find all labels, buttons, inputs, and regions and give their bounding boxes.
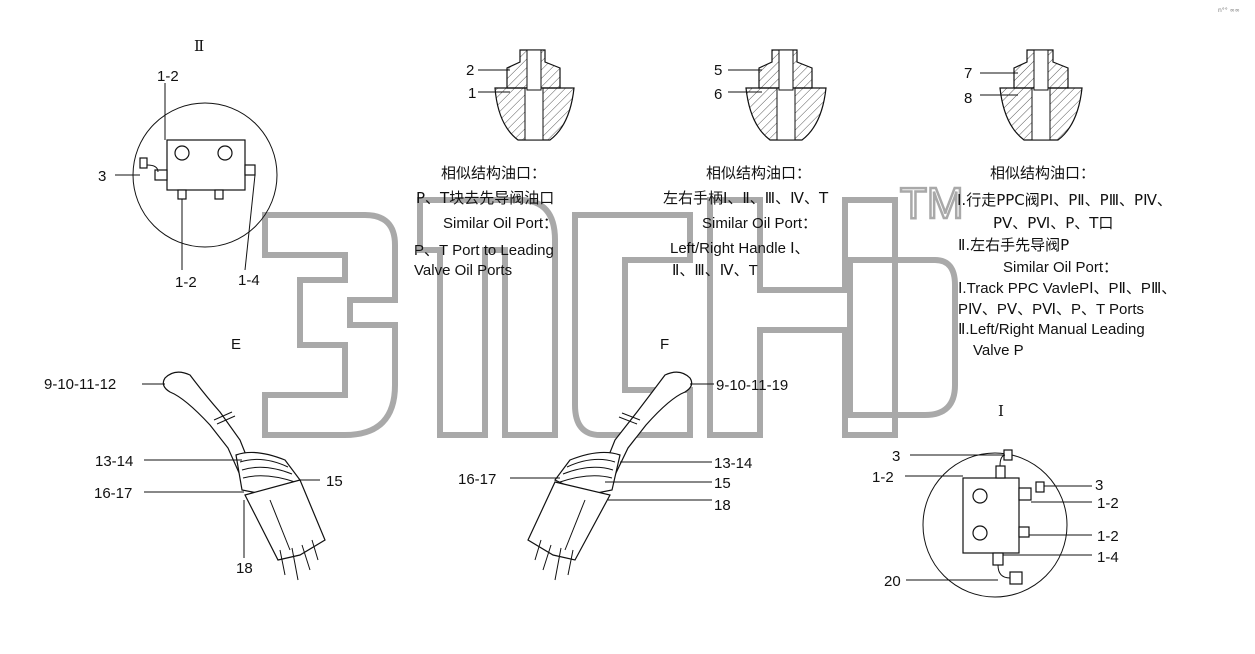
e-label-boot: 13-14 bbox=[95, 453, 133, 470]
ii-label-top: 1-2 bbox=[157, 68, 179, 85]
watermark-tm: TM bbox=[900, 179, 964, 228]
e-label-ring: 16-17 bbox=[94, 485, 132, 502]
i-label-r2: 1-2 bbox=[1097, 495, 1119, 512]
e-label-top: 9-10-11-12 bbox=[44, 376, 116, 393]
view-f-label: F bbox=[660, 336, 669, 353]
note3-en-line1: Ⅰ.Track PPC VavlePⅠ、PⅡ、PⅢ、 bbox=[958, 280, 1176, 297]
note3-en-title: Similar Oil Port： bbox=[1003, 259, 1118, 276]
view-i: Ⅰ 3 1-2 3 1-2 1-2 1-4 20 bbox=[872, 402, 1119, 598]
handle-e: E 9-10-11-12 13-14 16-17 15 18 bbox=[44, 336, 343, 581]
port-label-8: 8 bbox=[964, 90, 972, 107]
handle-f: F 9-10-11-19 13-14 16-17 15 18 bbox=[458, 336, 788, 581]
port-label-5: 5 bbox=[714, 62, 722, 79]
view-i-label: Ⅰ bbox=[998, 402, 1004, 420]
note3-cn-line3: Ⅱ.左右手先导阀P bbox=[958, 236, 1069, 254]
f-label-ring: 16-17 bbox=[458, 471, 496, 488]
view-ii: Ⅱ 1-2 3 1-2 1-4 bbox=[98, 37, 278, 291]
port-section-1: 2 1 bbox=[466, 49, 575, 141]
note3-en-line4: Valve P bbox=[973, 342, 1024, 359]
i-label-r3: 1-2 bbox=[1097, 528, 1119, 545]
note-2: 相似结构油口： 左右手柄Ⅰ、Ⅱ、Ⅲ、Ⅳ、T Similar Oil Port： … bbox=[663, 164, 829, 279]
note1-en-line1: P、T Port to Leading bbox=[414, 242, 554, 259]
valve-block-i bbox=[962, 477, 1020, 554]
port-label-6: 6 bbox=[714, 86, 722, 103]
ii-label-bottom-right: 1-4 bbox=[238, 272, 260, 289]
ii-label-bottom-left: 1-2 bbox=[175, 274, 197, 291]
note3-en-line3: Ⅱ.Left/Right Manual Leading bbox=[958, 321, 1145, 338]
port-label-7: 7 bbox=[964, 65, 972, 82]
note3-cn-title: 相似结构油口： bbox=[990, 164, 1095, 182]
i-label-top: 3 bbox=[892, 448, 900, 465]
note3-en-line2: PⅣ、PⅤ、PⅥ、P、T Ports bbox=[958, 301, 1144, 318]
ii-label-left: 3 bbox=[98, 168, 106, 185]
note3-cn-line2: PⅤ、PⅥ、P、T口 bbox=[993, 214, 1113, 232]
note1-cn-body: P、T块去先导阀油口 bbox=[416, 189, 554, 207]
note1-en-title: Similar Oil Port： bbox=[443, 215, 558, 232]
note1-cn-title: 相似结构油口： bbox=[441, 164, 546, 182]
view-i-circle bbox=[922, 452, 1068, 598]
watermark-logo: TM bbox=[262, 178, 965, 438]
e-label-right: 15 bbox=[326, 473, 343, 490]
note1-en-line2: Valve Oil Ports bbox=[414, 262, 512, 279]
corner-mark: n°° ∞∞ bbox=[1218, 7, 1240, 14]
note2-en-line2: Ⅱ、Ⅲ、Ⅳ、T bbox=[672, 262, 758, 279]
f-label-top: 9-10-11-19 bbox=[716, 377, 788, 394]
note2-cn-body: 左右手柄Ⅰ、Ⅱ、Ⅲ、Ⅳ、T bbox=[663, 189, 829, 207]
f-label-right2: 18 bbox=[714, 497, 731, 514]
i-label-r4: 1-4 bbox=[1097, 549, 1119, 566]
port-section-2: 5 6 bbox=[714, 49, 827, 141]
port-section-3: 7 8 bbox=[964, 49, 1083, 141]
i-label-left: 1-2 bbox=[872, 469, 894, 486]
port-label-1: 1 bbox=[468, 85, 476, 102]
note3-cn-line1: Ⅰ.行走PPC阀PⅠ、PⅡ、PⅢ、PⅣ、 bbox=[957, 191, 1172, 209]
i-label-r1: 3 bbox=[1095, 477, 1103, 494]
view-ii-label: Ⅱ bbox=[194, 37, 204, 55]
port-label-2: 2 bbox=[466, 62, 474, 79]
f-label-boot: 13-14 bbox=[714, 455, 752, 472]
note2-en-line1: Left/Right Handle Ⅰ、 bbox=[670, 240, 810, 257]
i-label-bottom: 20 bbox=[884, 573, 901, 590]
view-e-label: E bbox=[231, 336, 241, 353]
valve-block-ii bbox=[166, 139, 246, 191]
note-1: 相似结构油口： P、T块去先导阀油口 Similar Oil Port： P、T… bbox=[414, 164, 558, 279]
e-label-bottom: 18 bbox=[236, 560, 253, 577]
f-label-right1: 15 bbox=[714, 475, 731, 492]
note-3: 相似结构油口： Ⅰ.行走PPC阀PⅠ、PⅡ、PⅢ、PⅣ、 PⅤ、PⅥ、P、T口 … bbox=[957, 164, 1176, 359]
note2-en-title: Similar Oil Port： bbox=[702, 215, 817, 232]
note2-cn-title: 相似结构油口： bbox=[706, 164, 811, 182]
